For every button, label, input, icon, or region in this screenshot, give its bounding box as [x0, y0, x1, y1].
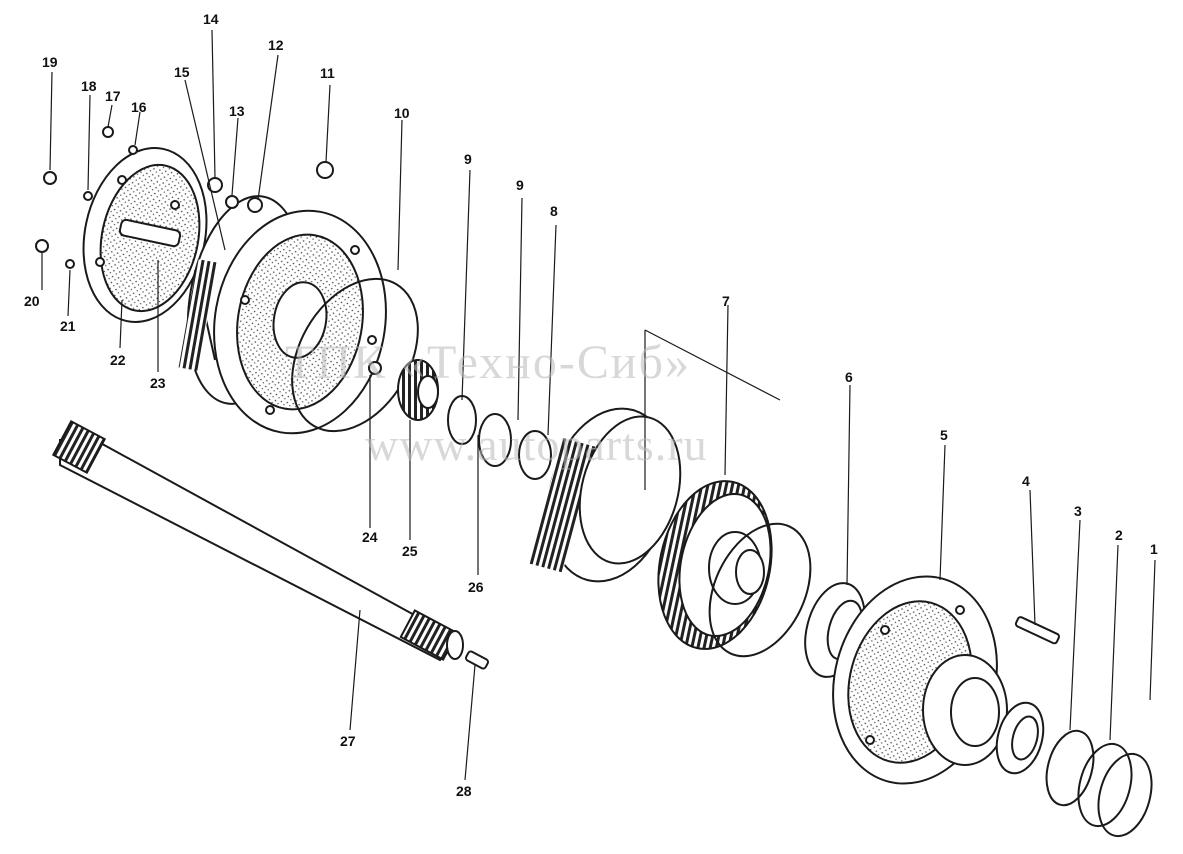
watermark: ТПК «Техно-Сиб» www.autoparts.ru — [285, 336, 708, 470]
thrust-washers-part-26 — [447, 395, 552, 480]
label-23: 23 — [150, 375, 166, 391]
label-11: 11 — [320, 65, 335, 81]
fasteners-cluster — [35, 126, 382, 375]
label-27: 27 — [340, 733, 356, 749]
label-3: 3 — [1074, 503, 1082, 519]
splined-shaft-part-27 — [51, 419, 464, 662]
label-18: 18 — [81, 78, 97, 94]
label-5: 5 — [940, 427, 948, 443]
bolt-part-4 — [1014, 616, 1060, 645]
label-4: 4 — [1022, 473, 1030, 489]
watermark-company: ТПК «Техно-Сиб» — [285, 336, 691, 389]
seal-ring-part-1 — [1077, 742, 1153, 838]
pin-part-28 — [464, 650, 490, 670]
carrier-housing-part-15 — [178, 195, 387, 435]
label-16: 16 — [131, 99, 147, 115]
label-22: 22 — [110, 352, 126, 368]
label-10: 10 — [394, 105, 410, 121]
label-14: 14 — [203, 11, 219, 27]
label-17: 17 — [105, 88, 121, 104]
hub-housing-part-5 — [832, 575, 1008, 785]
label-21: 21 — [60, 318, 76, 334]
snap-ring-part-2 — [1045, 729, 1095, 807]
label-1: 1 — [1150, 541, 1158, 557]
label-28: 28 — [456, 783, 472, 799]
watermark-url: www.autoparts.ru — [365, 419, 708, 470]
ring-gear — [528, 407, 682, 583]
gear-hub-part-7 — [657, 480, 773, 650]
part-number-labels: 1 2 3 4 5 6 7 8 9 9 10 11 12 13 14 15 16… — [24, 11, 1158, 799]
label-20: 20 — [24, 293, 40, 309]
label-25: 25 — [402, 543, 418, 559]
label-24: 24 — [362, 529, 378, 545]
label-12: 12 — [268, 37, 284, 53]
gear-part-25 — [397, 359, 439, 421]
label-7: 7 — [722, 293, 730, 309]
cover-plate-part-22 — [82, 147, 208, 323]
label-26: 26 — [468, 579, 484, 595]
label-19: 19 — [42, 54, 58, 70]
label-2: 2 — [1115, 527, 1123, 543]
bearing-part-3 — [995, 701, 1045, 775]
label-15: 15 — [174, 64, 190, 80]
label-9-lower: 9 — [516, 177, 524, 193]
label-9-upper: 9 — [464, 151, 472, 167]
label-8: 8 — [550, 203, 558, 219]
o-ring-near-part-7 — [708, 522, 812, 658]
label-6: 6 — [845, 369, 853, 385]
label-13: 13 — [229, 103, 245, 119]
leader-lines — [41, 29, 1156, 781]
